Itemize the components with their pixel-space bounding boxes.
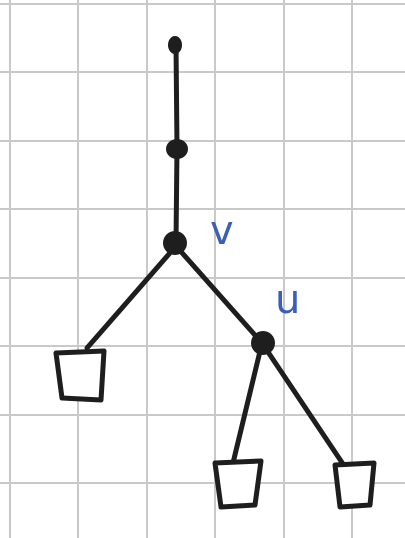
- edge-v-to-u: [173, 243, 265, 346]
- node-u: [251, 331, 275, 355]
- leaf-right: [332, 460, 377, 510]
- edge-upper-to-v: [173, 145, 180, 245]
- edge-u-to-right-leaf: [259, 340, 348, 470]
- edge-v-to-left-leaf: [84, 243, 179, 351]
- tree-leaves: [53, 348, 377, 510]
- node-upper: [166, 139, 188, 159]
- node-top: [168, 36, 182, 54]
- leaf-left: [53, 348, 107, 403]
- node-v: [163, 231, 187, 255]
- label-u: u: [275, 277, 300, 323]
- edge-u-to-middle-leaf: [230, 340, 265, 466]
- tree-nodes: [163, 36, 275, 355]
- edge-top-to-upper: [173, 41, 180, 151]
- label-v: v: [210, 208, 234, 254]
- leaf-middle: [212, 458, 264, 510]
- tree-edges: [84, 41, 348, 470]
